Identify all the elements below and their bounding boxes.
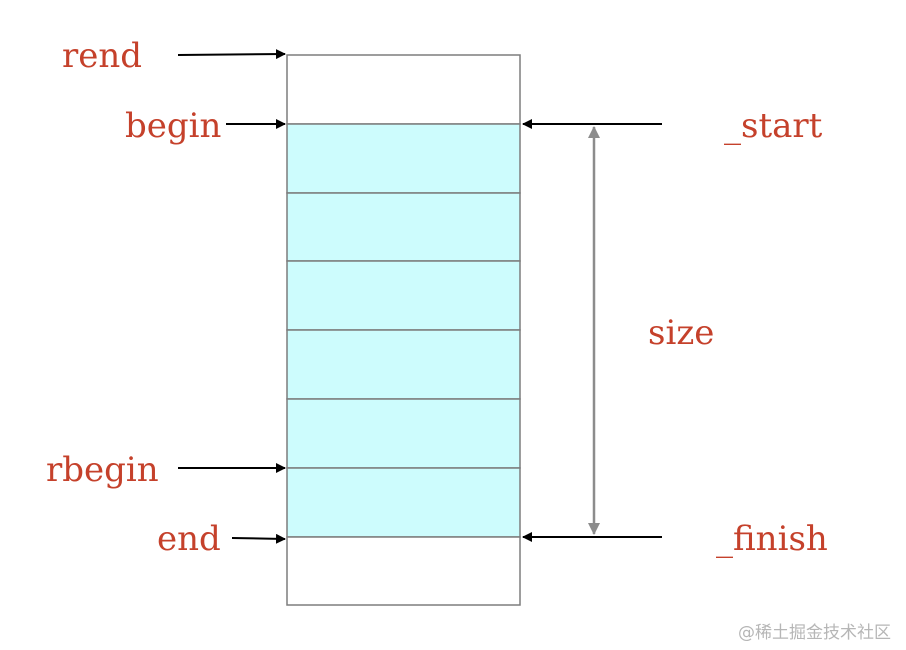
element-cell (286, 192, 521, 262)
end-arrow (231, 533, 286, 544)
empty-cell-bottom (286, 536, 521, 606)
rend-arrow (177, 49, 286, 60)
size-label: size (648, 313, 714, 353)
memory-block (286, 54, 521, 606)
finish-label: _finish (716, 519, 828, 559)
element-cell (286, 467, 521, 538)
element-cell (286, 260, 521, 331)
begin-label: begin (125, 106, 221, 146)
element-cell (286, 329, 521, 400)
start-label: _start (724, 106, 823, 146)
end-label: end (157, 519, 221, 559)
element-cell (286, 398, 521, 469)
element-cell (286, 123, 521, 194)
rend-label: rend (62, 36, 142, 76)
watermark-text: @稀土掘金技术社区 (738, 623, 891, 643)
rbegin-label: rbegin (46, 450, 159, 490)
empty-cell-top (286, 54, 521, 125)
